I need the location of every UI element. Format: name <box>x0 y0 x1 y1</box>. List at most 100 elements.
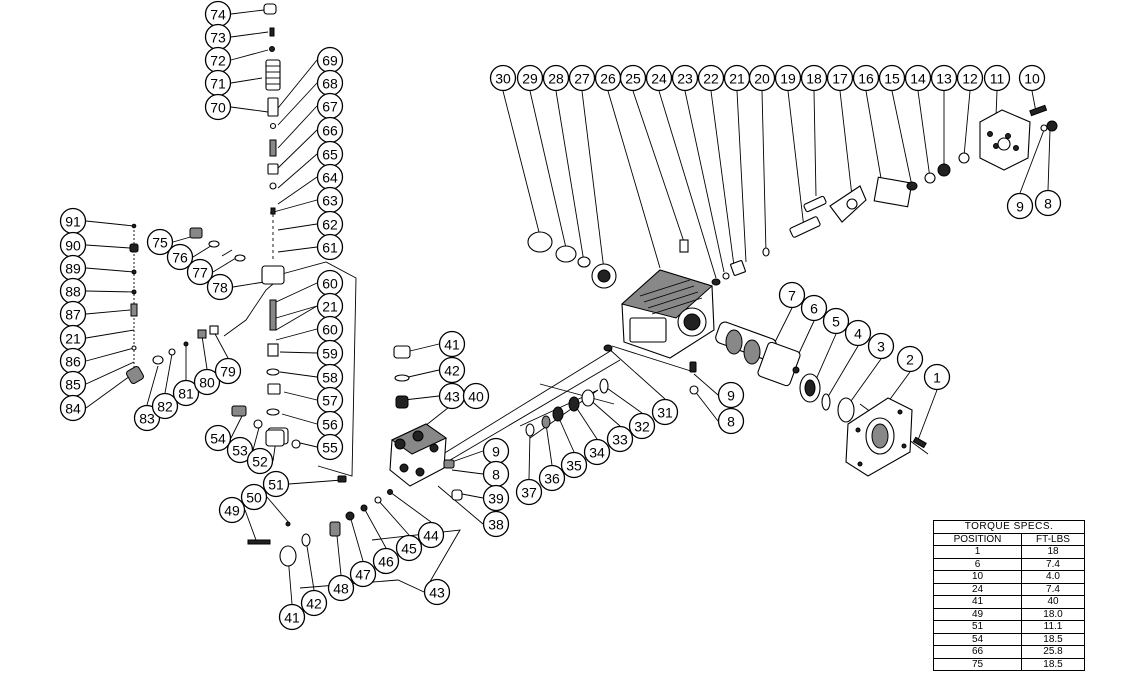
callout-51: 51 <box>262 470 290 498</box>
callout-circle <box>800 64 828 92</box>
callout-71: 71 <box>204 69 232 97</box>
position-cell: 10 <box>933 570 1022 584</box>
callout-48: 48 <box>327 574 355 602</box>
callout-number: 24 <box>651 71 667 87</box>
bearing-flange <box>845 397 913 477</box>
callout-circle <box>151 392 179 420</box>
torque-cell: 11.1 <box>1021 620 1085 634</box>
position-cell: 51 <box>933 620 1022 634</box>
callout-number: 26 <box>600 71 616 87</box>
position-cell: 75 <box>933 657 1022 671</box>
callout-number: 55 <box>322 440 338 456</box>
callout-44: 44 <box>417 521 445 549</box>
torque-cell: 7.4 <box>1021 557 1085 571</box>
callout-circle <box>671 64 699 92</box>
callout-circle <box>515 478 543 506</box>
position-cell: 54 <box>933 632 1022 646</box>
callout-number: 21 <box>729 71 745 87</box>
callout-43: 43 <box>438 382 466 410</box>
callout-circle <box>204 424 232 452</box>
callout-number: 53 <box>232 443 248 459</box>
callout-number: 62 <box>322 217 338 233</box>
callout-circle <box>438 330 466 358</box>
callout-60: 60 <box>316 269 344 297</box>
callout-number: 77 <box>192 265 208 281</box>
callout-number: 18 <box>806 71 822 87</box>
torque-cell: 18.5 <box>1021 657 1085 671</box>
callout-number: 74 <box>210 7 226 23</box>
column-header-position: POSITION <box>933 532 1022 546</box>
torque-table-caption: TORQUE SPECS. <box>933 520 1085 534</box>
callout-number: 43 <box>444 389 460 405</box>
callout-circle <box>59 394 87 422</box>
callout-number: 49 <box>224 503 240 519</box>
callout-number: 31 <box>657 405 673 421</box>
callout-circle <box>372 547 400 575</box>
callout-number: 81 <box>178 386 194 402</box>
callout-65: 65 <box>316 140 344 168</box>
callout-circle <box>717 407 745 435</box>
callout-circle <box>778 281 806 309</box>
callout-84: 84 <box>59 394 87 422</box>
callout-number: 41 <box>284 610 300 626</box>
callout-number: 42 <box>306 596 322 612</box>
callout-circle <box>482 484 510 512</box>
callout-number: 50 <box>246 490 262 506</box>
callout-number: 60 <box>322 276 338 292</box>
callout-number: 80 <box>199 375 215 391</box>
callout-number: 64 <box>322 170 338 186</box>
callout-number: 29 <box>522 71 538 87</box>
callout-number: 54 <box>210 431 226 447</box>
callout-20: 20 <box>748 64 776 92</box>
callout-number: 8 <box>727 414 735 430</box>
callout-5: 5 <box>822 307 850 335</box>
callout-number: 40 <box>468 389 484 405</box>
callout-number: 16 <box>858 71 874 87</box>
callout-4: 4 <box>844 319 872 347</box>
callout-49: 49 <box>218 496 246 524</box>
callout-number: 13 <box>936 71 952 87</box>
callout-circle <box>193 368 221 396</box>
position-cell: 1 <box>933 545 1022 559</box>
callout-59: 59 <box>316 339 344 367</box>
callout-circle <box>717 381 745 409</box>
callout-number: 56 <box>322 417 338 433</box>
callout-88: 88 <box>59 277 87 305</box>
callout-63: 63 <box>316 186 344 214</box>
callout-56: 56 <box>316 410 344 438</box>
position-cell: 24 <box>933 582 1022 596</box>
callout-number: 17 <box>832 71 848 87</box>
position-cell: 66 <box>933 645 1022 659</box>
callout-circle <box>645 64 673 92</box>
callout-circle <box>172 379 200 407</box>
callout-circle <box>878 64 906 92</box>
callout-number: 78 <box>212 280 228 296</box>
callout-circle <box>218 496 246 524</box>
torque-cell: 7.4 <box>1021 582 1085 596</box>
callout-number: 91 <box>65 214 81 230</box>
callout-33: 33 <box>606 425 634 453</box>
callout-18: 18 <box>800 64 828 92</box>
callout-circle <box>930 64 958 92</box>
callout-8: 8 <box>717 407 745 435</box>
callout-number: 60 <box>322 322 338 338</box>
callout-8: 8 <box>1034 189 1062 217</box>
callout-66: 66 <box>316 116 344 144</box>
callout-circle <box>438 356 466 384</box>
callout-number: 84 <box>65 401 81 417</box>
callout-number: 9 <box>1016 199 1024 215</box>
callout-46: 46 <box>372 547 400 575</box>
callout-81: 81 <box>172 379 200 407</box>
callout-39: 39 <box>482 484 510 512</box>
callout-circle <box>560 451 588 479</box>
callout-78: 78 <box>206 273 234 301</box>
callout-42: 42 <box>300 589 328 617</box>
callout-number: 61 <box>322 240 338 256</box>
callout-13: 13 <box>930 64 958 92</box>
callout-circle <box>542 64 570 92</box>
callout-60: 60 <box>316 315 344 343</box>
